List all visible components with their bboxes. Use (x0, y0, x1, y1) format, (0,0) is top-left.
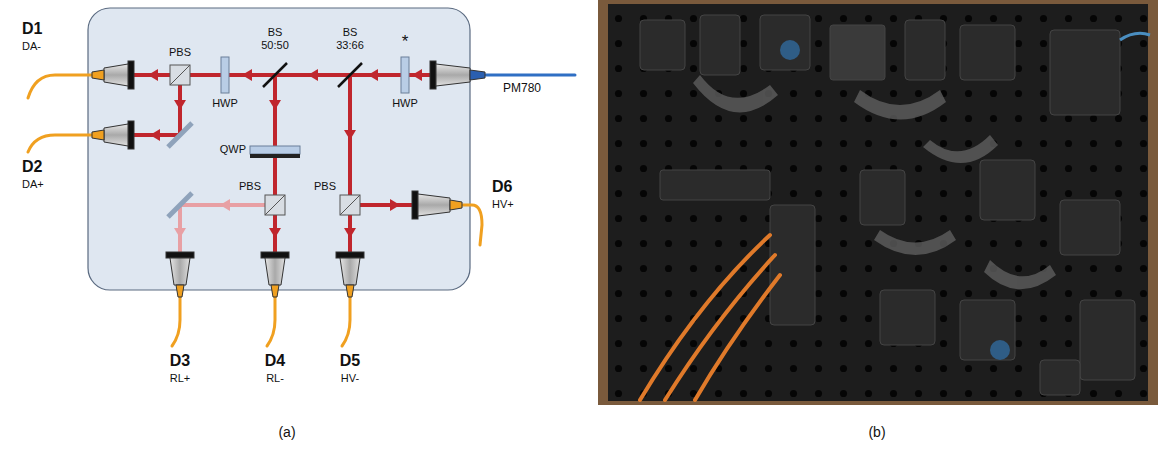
detector-name: D6 (492, 178, 512, 196)
laser-beams (134, 75, 430, 252)
component-label: HWP (392, 97, 418, 110)
component-label: BS 50:50 (261, 26, 289, 51)
panel-label: (b) (868, 424, 885, 440)
detector-name: D5 (340, 352, 360, 370)
detector-name: D3 (170, 352, 190, 370)
weak-beam (180, 205, 265, 252)
callout-mark: * (402, 32, 409, 52)
detector-basis: HV- (341, 372, 359, 385)
setup-photo (598, 0, 1158, 405)
fiber-couplers (92, 61, 485, 297)
detector-basis: RL+ (170, 372, 191, 385)
fibers (28, 75, 575, 346)
panel-label: (a) (278, 424, 295, 440)
component-label: PBS (314, 180, 336, 193)
detector-basis: DA+ (22, 178, 44, 191)
optics (168, 57, 409, 217)
detector-name: D2 (22, 158, 42, 176)
fiber-label: PM780 (503, 82, 541, 96)
component-label: PBS (239, 180, 261, 193)
component-label: BS 33:66 (336, 26, 364, 51)
component-label: PBS (169, 46, 191, 59)
component-label: HWP (212, 97, 238, 110)
beam-arrows (148, 69, 422, 238)
detector-basis: RL- (266, 372, 284, 385)
detector-basis: DA- (22, 40, 41, 53)
component-label: QWP (220, 143, 246, 156)
housing (88, 8, 470, 290)
detector-basis: HV+ (492, 198, 514, 211)
detector-name: D4 (265, 352, 285, 370)
detector-name: D1 (22, 20, 42, 38)
